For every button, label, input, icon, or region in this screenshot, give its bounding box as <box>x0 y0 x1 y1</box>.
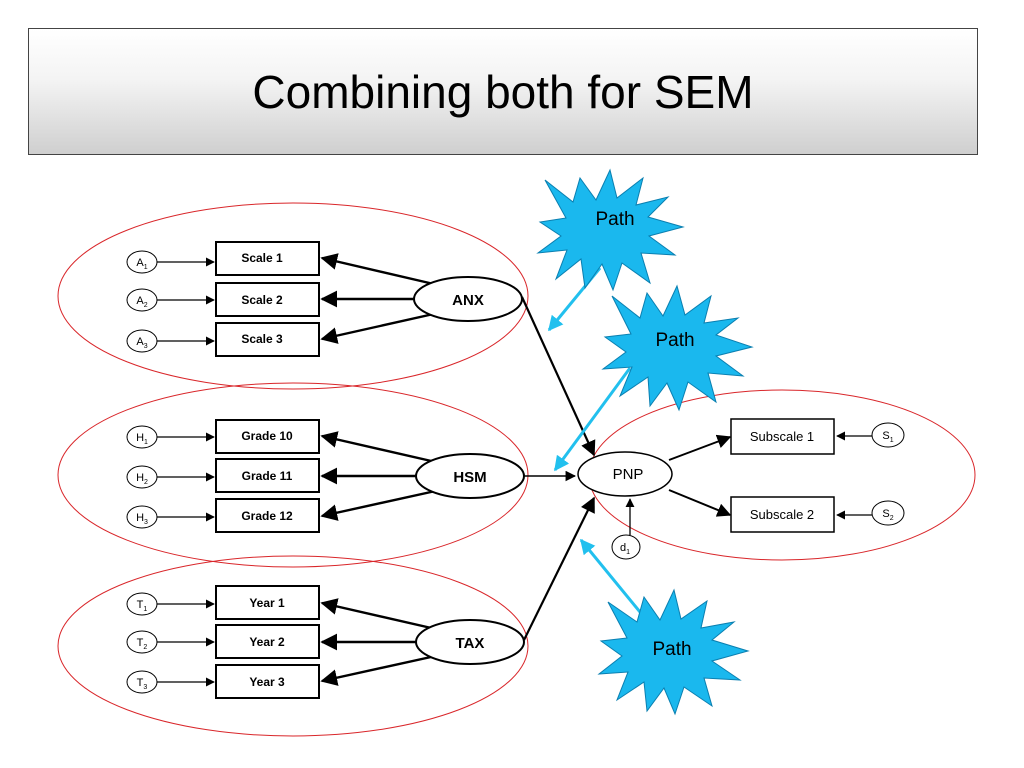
indicator-year-2: Year 2 <box>215 624 320 659</box>
anx-group: A1 A2 A3 Scale 1 Scale 2 Scale 3 <box>126 241 523 357</box>
svg-text:Year 3: Year 3 <box>249 675 285 689</box>
svg-text:PNP: PNP <box>613 466 644 483</box>
path-callout-1: Path <box>536 168 685 292</box>
error-circle-t1: T1 <box>126 592 158 616</box>
error-circle-a2: A2 <box>126 288 158 312</box>
svg-text:T3: T3 <box>137 677 148 691</box>
latent-hsm: HSM <box>415 453 525 499</box>
error-circle-a3: A3 <box>126 329 158 353</box>
svg-text:Path: Path <box>652 639 691 660</box>
error-circle-h1: H1 <box>126 425 158 449</box>
svg-text:Year 2: Year 2 <box>249 635 285 649</box>
hsm-group-outline <box>57 382 529 568</box>
anx-group-outline <box>57 202 529 390</box>
indicator-subscale-1: Subscale 1 <box>730 418 835 455</box>
path-anx-to-pnp <box>520 296 596 457</box>
indicator-grade-11: Grade 11 <box>215 458 320 493</box>
indicator-scale-1: Scale 1 <box>215 241 320 276</box>
svg-text:T1: T1 <box>137 599 148 613</box>
svg-text:A2: A2 <box>136 295 147 309</box>
path-callout-2: Path <box>601 284 754 412</box>
indicator-year-1: Year 1 <box>215 585 320 620</box>
svg-text:HSM: HSM <box>453 469 486 486</box>
svg-text:Path: Path <box>595 209 634 230</box>
svg-text:A1: A1 <box>136 257 147 271</box>
svg-text:T2: T2 <box>137 637 148 651</box>
svg-text:H3: H3 <box>136 512 148 526</box>
svg-text:Grade 11: Grade 11 <box>242 469 293 483</box>
tax-group-outline <box>57 555 529 737</box>
svg-text:ANX: ANX <box>452 292 484 309</box>
callout-arrow-3 <box>579 538 642 613</box>
hsm-group: H1 H2 H3 Grade 10 Grade 11 Grade 12 <box>126 419 525 533</box>
path-tax-to-pnp <box>523 496 595 641</box>
indicator-scale-2: Scale 2 <box>215 282 320 317</box>
svg-text:Grade 12: Grade 12 <box>241 509 293 523</box>
svg-text:Scale 1: Scale 1 <box>241 251 283 265</box>
indicator-scale-3: Scale 3 <box>215 322 320 357</box>
svg-text:A3: A3 <box>136 336 147 350</box>
latent-anx: ANX <box>413 276 523 322</box>
svg-text:H1: H1 <box>136 432 148 446</box>
error-circle-t3: T3 <box>126 670 158 694</box>
svg-text:TAX: TAX <box>456 635 485 652</box>
slide-title: Combining both for SEM <box>252 65 754 118</box>
svg-text:Subscale 1: Subscale 1 <box>750 429 814 444</box>
callout-arrow-2 <box>553 367 632 472</box>
error-circle-t2: T2 <box>126 630 158 654</box>
indicator-year-3: Year 3 <box>215 664 320 699</box>
svg-text:Subscale 2: Subscale 2 <box>750 507 814 522</box>
svg-text:Path: Path <box>655 330 694 351</box>
svg-text:Grade 10: Grade 10 <box>241 429 293 443</box>
indicator-grade-12: Grade 12 <box>215 498 320 533</box>
latent-tax: TAX <box>415 619 525 665</box>
tax-group: T1 T2 T3 Year 1 Year 2 Year 3 TA <box>126 585 525 699</box>
latent-pnp: PNP <box>577 451 673 497</box>
error-circle-s2: S2 <box>871 500 905 526</box>
error-circle-a1: A1 <box>126 250 158 274</box>
indicator-subscale-2: Subscale 2 <box>730 496 835 533</box>
title-box: Combining both for SEM <box>28 28 978 155</box>
path-callout-3: Path <box>597 588 750 716</box>
svg-text:S1: S1 <box>882 430 893 444</box>
error-circle-h3: H3 <box>126 505 158 529</box>
pnp-group: PNP Subscale 1 Subscale 2 S1 S2 d1 <box>577 418 905 560</box>
svg-text:S2: S2 <box>882 508 893 522</box>
disturbance-d1: d1 <box>611 534 641 560</box>
error-circle-s1: S1 <box>871 422 905 448</box>
svg-text:Year 1: Year 1 <box>249 596 285 610</box>
svg-text:Scale 3: Scale 3 <box>241 332 283 346</box>
svg-text:Scale 2: Scale 2 <box>241 293 283 307</box>
svg-text:H2: H2 <box>136 472 148 486</box>
indicator-grade-10: Grade 10 <box>215 419 320 454</box>
svg-text:d1: d1 <box>620 542 630 556</box>
error-circle-h2: H2 <box>126 465 158 489</box>
